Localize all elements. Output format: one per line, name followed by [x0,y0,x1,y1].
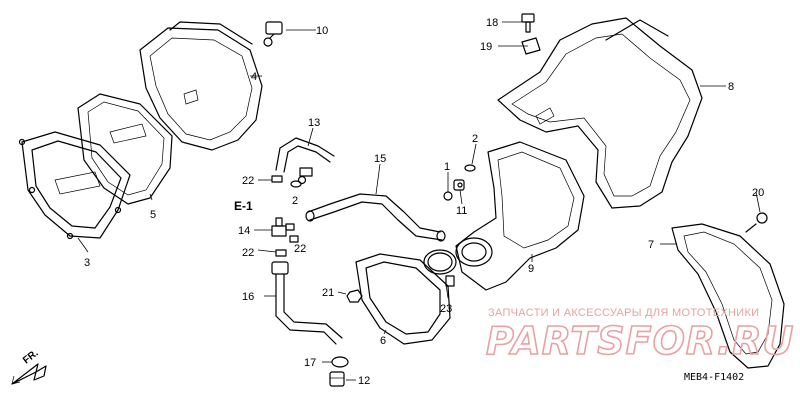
hose-part-13 [275,137,335,185]
label-part-22c: 22 [242,247,254,259]
screw-part-20 [745,212,768,233]
fitting-part-11 [453,179,465,191]
label-part-20: 20 [752,187,764,199]
diagram-code: MEB4-F1402 [684,372,744,383]
clip-part-22a [271,175,283,183]
label-part-2a: 2 [472,133,478,145]
label-part-22b: 22 [294,243,306,255]
label-part-6: 6 [380,335,386,347]
label-part-18: 18 [486,17,498,29]
label-part-17: 17 [304,357,316,369]
hose-part-15 [305,193,446,242]
label-part-21: 21 [322,287,334,299]
mudguard-part-7 [671,223,785,369]
label-part-19: 19 [480,41,492,53]
air-cleaner-case-part-9 [455,141,585,291]
rubber-part-19 [521,37,541,55]
watermark-brand: PARTSFOR.RU [486,319,794,363]
clamp-part-23 [423,249,457,287]
label-part-11: 11 [456,205,467,217]
label-part-4: 4 [251,71,257,83]
clip-part-10 [263,21,283,47]
clip-part-2b [290,180,302,188]
clip-part-17 [331,356,349,368]
joint-part-14 [271,217,295,237]
base-plate-part-3 [18,131,131,240]
label-part-7: 7 [648,239,654,251]
label-part-10: 10 [316,25,328,37]
label-part-13: 13 [308,117,320,129]
label-part-22a: 22 [242,175,254,187]
clip-part-22b [289,235,299,243]
label-part-14: 14 [238,225,250,237]
label-part-3: 3 [84,257,90,269]
front-direction-arrow-icon [11,363,47,385]
label-part-16: 16 [242,291,254,303]
fitting-part-1 [443,191,453,201]
plug-part-12 [329,371,345,387]
label-part-9: 9 [528,263,534,275]
clip-part-2 [464,164,476,172]
label-part-12: 12 [358,375,370,387]
leader-lines [77,21,761,381]
filter-element-part-5 [77,93,173,205]
label-part-5: 5 [150,209,156,221]
label-part-8: 8 [728,81,734,93]
label-part-23: 23 [440,303,452,315]
air-cleaner-cover-part-4 [139,21,263,151]
watermark-tagline: ЗАПЧАСТИ И АКСЕССУАРЫ ДЛЯ МОТОТЕХНИКИ [488,307,759,319]
label-part-2b: 2 [292,195,298,207]
bolt-part-18 [521,13,535,33]
label-part-15: 15 [374,153,386,165]
gasket-part-6 [355,253,451,345]
clip-part-22c [275,249,287,257]
nut-part-21 [346,289,363,303]
air-box-part-8 [497,17,703,209]
label-part-1: 1 [444,161,450,173]
drain-tube-part-16 [271,261,343,345]
section-ref-e1: E-1 [234,199,253,213]
